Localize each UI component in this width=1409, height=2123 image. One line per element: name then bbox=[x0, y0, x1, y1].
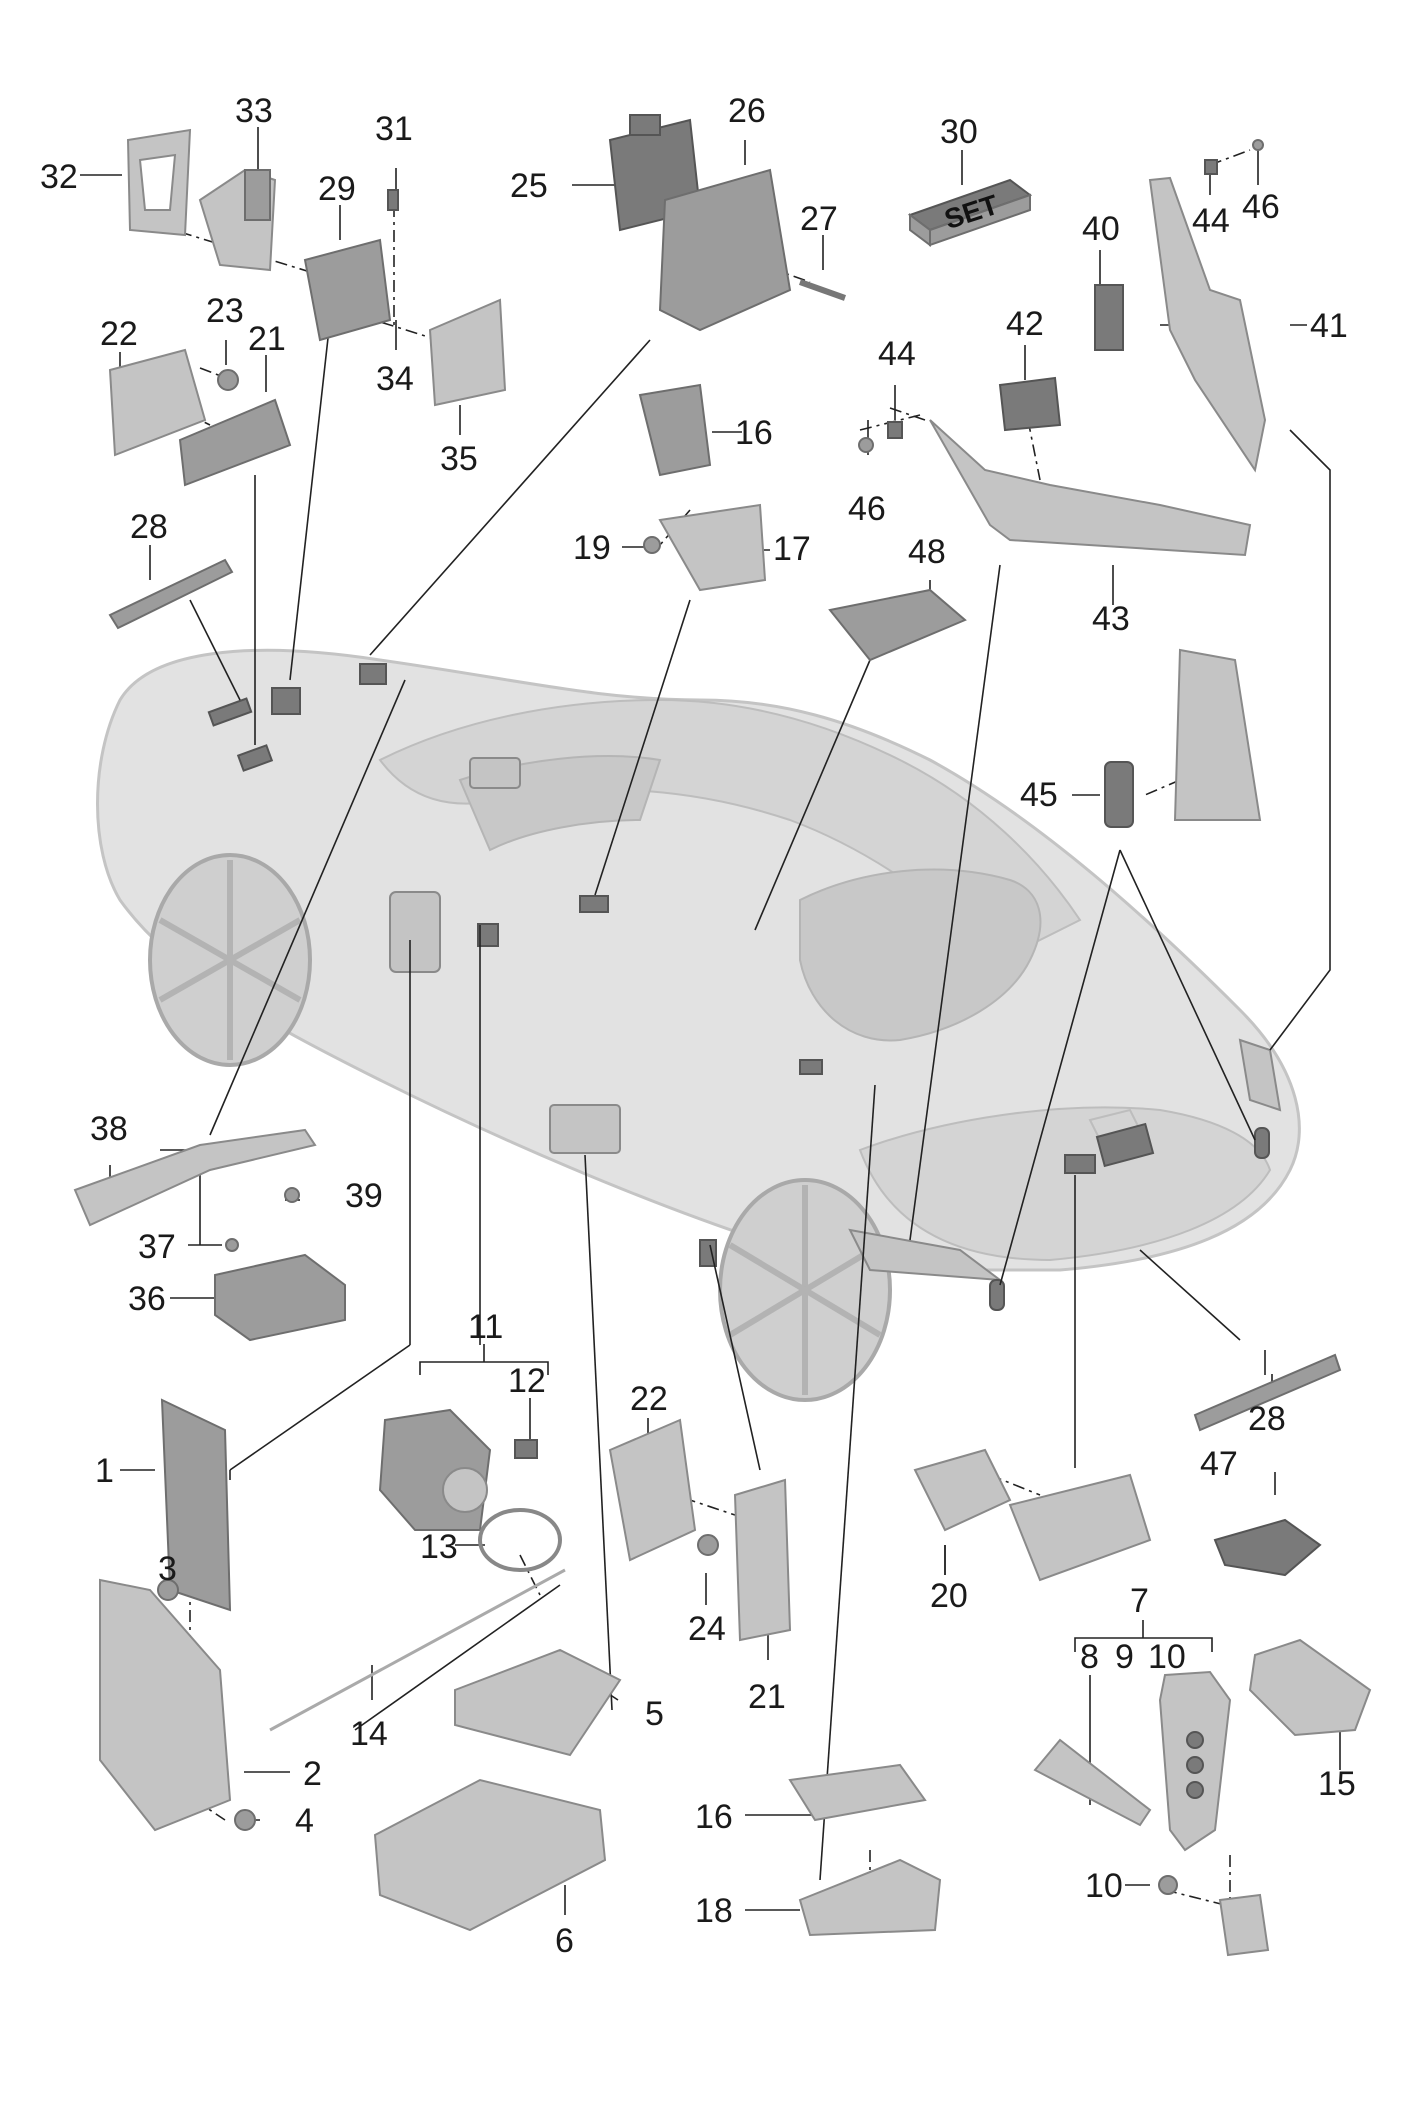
callout-4: 4 bbox=[295, 1802, 314, 1840]
callout-34: 34 bbox=[376, 360, 414, 398]
callout-16-bottom: 16 bbox=[695, 1798, 733, 1836]
callout-19: 19 bbox=[573, 529, 611, 567]
callout-29: 29 bbox=[318, 170, 356, 208]
callout-41: 41 bbox=[1310, 307, 1348, 345]
callout-3: 3 bbox=[158, 1550, 177, 1588]
callout-32: 32 bbox=[40, 158, 78, 196]
callout-12: 12 bbox=[508, 1362, 546, 1400]
callout-9: 9 bbox=[1115, 1638, 1134, 1676]
callout-27: 27 bbox=[800, 200, 838, 238]
callout-7: 7 bbox=[1130, 1582, 1149, 1620]
callout-39: 39 bbox=[345, 1177, 383, 1215]
callout-43: 43 bbox=[1092, 600, 1130, 638]
callout-8: 8 bbox=[1080, 1638, 1099, 1676]
callout-21: 21 bbox=[248, 320, 286, 358]
callout-23: 23 bbox=[206, 292, 244, 330]
callout-37: 37 bbox=[138, 1228, 176, 1266]
callout-47: 47 bbox=[1200, 1445, 1238, 1483]
front-wheel bbox=[148, 853, 312, 1067]
callout-36: 36 bbox=[128, 1280, 166, 1318]
callout-26: 26 bbox=[728, 92, 766, 130]
callout-13: 13 bbox=[420, 1528, 458, 1566]
callout-10-bottom: 10 bbox=[1085, 1867, 1123, 1905]
callout-1: 1 bbox=[95, 1452, 114, 1490]
callout-44: 44 bbox=[878, 335, 916, 373]
callout-35: 35 bbox=[440, 440, 478, 478]
callout-20: 20 bbox=[930, 1577, 968, 1615]
callout-15: 15 bbox=[1318, 1765, 1356, 1803]
callout-16: 16 bbox=[735, 414, 773, 452]
callout-33: 33 bbox=[235, 92, 273, 130]
callout-numbers: 32 33 31 29 22 23 21 34 35 28 25 26 27 3… bbox=[40, 92, 1356, 1960]
callout-46-right: 46 bbox=[1242, 188, 1280, 226]
callout-28-right: 28 bbox=[1248, 1400, 1286, 1438]
set-box-label: SET bbox=[941, 189, 1002, 235]
car-mounted-parts bbox=[207, 663, 1282, 1311]
callout-22: 22 bbox=[100, 315, 138, 353]
callout-25: 25 bbox=[510, 167, 548, 205]
callout-28: 28 bbox=[130, 508, 168, 546]
callout-5: 5 bbox=[645, 1695, 664, 1733]
callout-14: 14 bbox=[350, 1715, 388, 1753]
rear-wheel bbox=[718, 1178, 892, 1402]
callout-40: 40 bbox=[1082, 210, 1120, 248]
callout-22-bottom: 22 bbox=[630, 1380, 668, 1418]
car-body bbox=[96, 648, 1301, 1275]
callout-10: 10 bbox=[1148, 1638, 1186, 1676]
callout-11: 11 bbox=[468, 1308, 503, 1346]
callout-21-bottom: 21 bbox=[748, 1678, 786, 1716]
callout-6: 6 bbox=[555, 1922, 574, 1960]
callout-24: 24 bbox=[688, 1610, 726, 1648]
callout-30: 30 bbox=[940, 113, 978, 151]
callout-18: 18 bbox=[695, 1892, 733, 1930]
callout-48: 48 bbox=[908, 533, 946, 571]
callout-31: 31 bbox=[375, 110, 413, 148]
callout-44-right: 44 bbox=[1192, 202, 1230, 240]
callout-2: 2 bbox=[303, 1755, 322, 1793]
callout-17: 17 bbox=[773, 530, 811, 568]
callout-38: 38 bbox=[90, 1110, 128, 1148]
callout-45: 45 bbox=[1020, 776, 1058, 814]
callout-46: 46 bbox=[848, 490, 886, 528]
callout-42: 42 bbox=[1006, 305, 1044, 343]
parts: SET bbox=[73, 114, 1372, 1957]
